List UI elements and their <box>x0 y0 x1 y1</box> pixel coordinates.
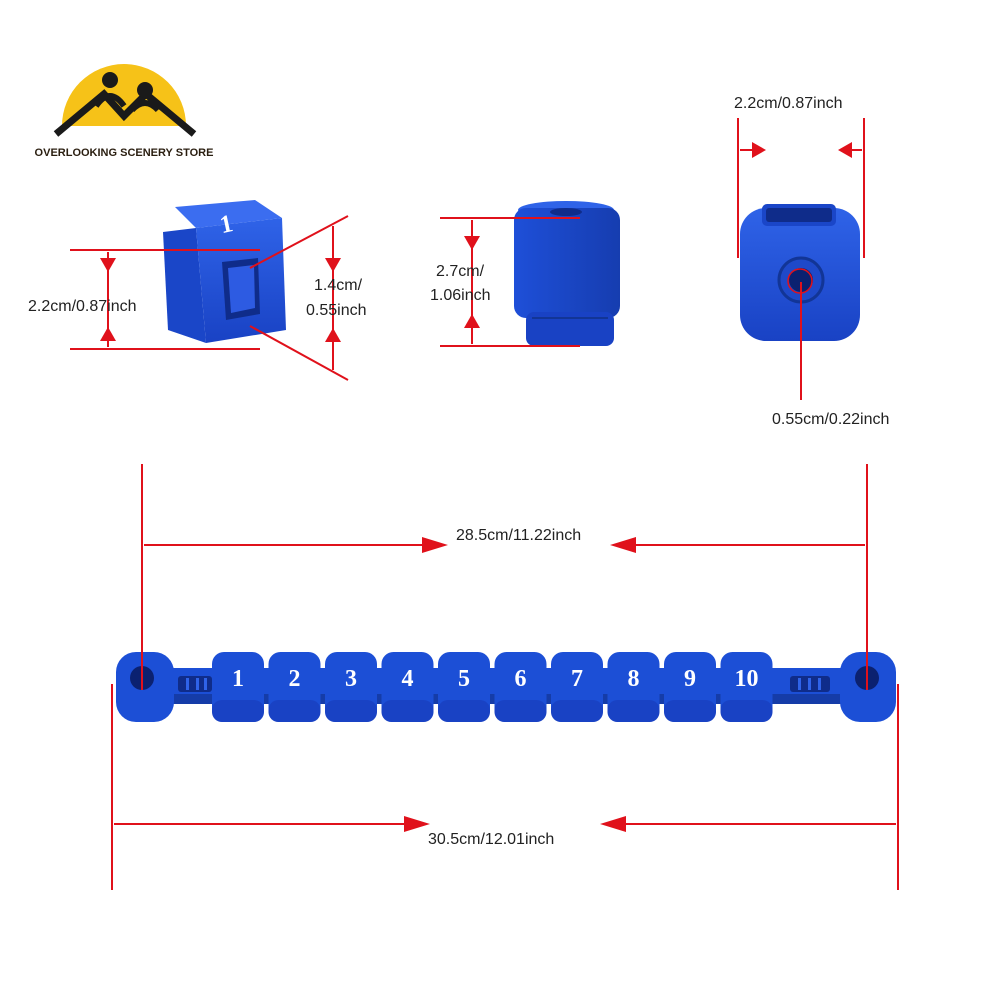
mountain-outline <box>53 89 197 137</box>
number-cubes: 1 2 3 4 5 6 7 8 9 10 <box>212 652 773 722</box>
cube-number-label: 5 <box>458 666 470 692</box>
cube-front-height-label: 2.2cm/0.87inch <box>28 298 137 315</box>
person-head-right <box>137 82 153 98</box>
number-cube-4: 4 <box>381 652 434 722</box>
cube-front-view: 1 2.2cm/0.87inch 1.4cm/ 0.55inch <box>28 200 367 381</box>
cube-left-face <box>163 228 206 343</box>
cube-number-label: 7 <box>571 666 583 692</box>
cube-number-label: 8 <box>628 666 640 692</box>
cube-number-label: 1 <box>232 666 244 692</box>
store-logo: OVERLOOKING SCENERY STORE <box>35 64 214 159</box>
side-body <box>514 208 620 318</box>
number-cube-5: 5 <box>438 652 490 722</box>
cube-number-label: 3 <box>345 666 357 692</box>
number-cube-9: 9 <box>664 652 716 722</box>
cube-hole-label: 0.55cm/0.22inch <box>772 411 889 428</box>
cube-top-face <box>175 200 282 228</box>
number-cube-8: 8 <box>607 652 660 722</box>
person-body-right <box>129 100 161 113</box>
number-cube-6: 6 <box>494 652 547 722</box>
hole-spacing-label: 28.5cm/11.22inch <box>456 527 581 544</box>
cube-face-number: 1 <box>218 210 236 239</box>
cube-side-view: 2.7cm/ 1.06inch <box>430 201 620 347</box>
cube-window-label-line1: 1.4cm/ <box>314 277 363 294</box>
counter-bar: 1 2 3 4 5 6 7 8 9 10 28.5cm/11.22inch 30.5cm/12.0… <box>111 464 899 890</box>
bottom-slot <box>766 208 832 222</box>
bottom-hole <box>789 268 813 292</box>
number-cube-2: 2 <box>268 652 321 722</box>
number-cube-3: 3 <box>325 652 377 722</box>
cube-number-label: 6 <box>515 666 527 692</box>
cube-number-label: 10 <box>735 666 759 692</box>
cube-side-label-line1: 2.7cm/ <box>436 263 485 280</box>
cube-number-label: 9 <box>684 666 696 692</box>
cube-bottom-width-label: 2.2cm/0.87inch <box>734 95 843 112</box>
number-cube-7: 7 <box>551 652 603 722</box>
store-name: OVERLOOKING SCENERY STORE <box>35 147 214 159</box>
cube-number-label: 2 <box>289 666 301 692</box>
cube-bottom-view: 2.2cm/0.87inch 0.55cm/0.22inch <box>734 95 889 428</box>
number-cube-10: 10 <box>720 652 773 722</box>
cube-window-inner <box>228 265 255 313</box>
cube-side-label-line2: 1.06inch <box>430 287 491 304</box>
person-body-left <box>93 93 127 108</box>
cube-window-label-line2: 0.55inch <box>306 302 367 319</box>
number-cube-1: 1 <box>212 652 264 722</box>
side-foot <box>526 312 614 346</box>
overall-length-label: 30.5cm/12.01inch <box>428 831 554 848</box>
cube-number-label: 4 <box>402 666 414 692</box>
person-head-left <box>102 72 118 88</box>
